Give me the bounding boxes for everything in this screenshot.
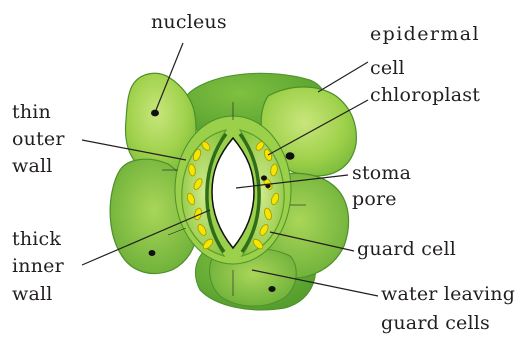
label-epidermal: epidermal — [370, 23, 480, 46]
label-water-leaving: water leaving — [381, 283, 515, 306]
label-wall-inner: wall — [12, 283, 53, 306]
label-inner: inner — [12, 255, 64, 278]
label-chloroplast: chloroplast — [370, 84, 480, 107]
label-outer: outer — [12, 128, 65, 151]
label-thin: thin — [12, 101, 51, 124]
label-epidermal-cell: cell — [370, 57, 405, 80]
label-pore: pore — [352, 188, 397, 211]
label-wall-outer: wall — [12, 155, 53, 178]
label-nucleus: nucleus — [151, 11, 227, 34]
label-thick: thick — [12, 228, 61, 251]
label-guard-cell: guard cell — [357, 238, 456, 261]
leader-epidermal-cell — [318, 62, 368, 92]
label-guard-cells: guard cells — [381, 312, 490, 335]
label-stoma: stoma — [352, 162, 411, 185]
